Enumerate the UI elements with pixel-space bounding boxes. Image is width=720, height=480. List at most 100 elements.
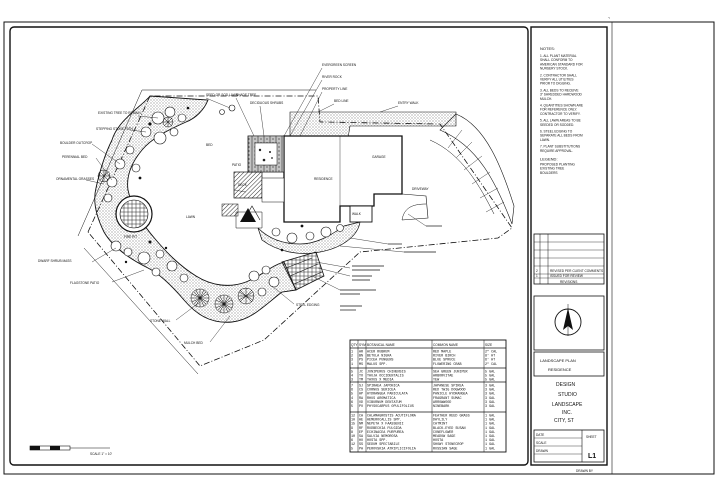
- schedule-cell: 2" CAL: [485, 350, 497, 355]
- callout-7: STONE WALL: [150, 319, 171, 323]
- schedule-cell: TM: [359, 379, 363, 383]
- site-plan: GARAGE RESIDENCE WALK DRIVEWAY PATIO DEC…: [29, 63, 515, 456]
- schedule-cell: 2" CAL: [485, 362, 497, 367]
- firm-line-3: INC.: [562, 410, 572, 416]
- project-line1: LANDSCAPE PLAN: [540, 358, 576, 363]
- note-line-6: 7. PLANT SUBSTITUTIONS: [540, 145, 580, 149]
- north-arrow-icon: [554, 304, 582, 336]
- schedule-cell: 10: [351, 435, 355, 439]
- schedule-cell: SPIRAEA JAPONICA: [367, 385, 401, 389]
- note-line-1: PRIOR TO DIGGING.: [540, 82, 571, 86]
- rev-desc-0: REVISED PER CLIENT COMMENTS: [550, 269, 603, 273]
- schedule-cell: BETULA NIGRA: [367, 355, 392, 359]
- schedule-cell: JAPANESE SPIREA: [433, 385, 464, 389]
- schedule-cell: MS: [359, 363, 363, 367]
- scale-label: SCALE: [536, 441, 546, 445]
- schedule-cell: AR: [359, 351, 363, 355]
- schedule-cell: NINEBARK: [433, 405, 450, 409]
- schedule-cell: 6: [351, 401, 353, 405]
- schedule-cell: FRAGRANT SUMAC: [433, 397, 462, 401]
- notes-heading: NOTES:: [540, 46, 555, 51]
- schedule-cell: CALAMAGROSTIS ACUTIFLORA: [367, 415, 417, 419]
- note-line-5: SEPARATE ALL BEDS FROM: [540, 134, 583, 138]
- schedule-cell: RIVER BIRCH: [433, 355, 455, 359]
- schedule-cell: SEA GREEN JUNIPER: [433, 371, 468, 375]
- schedule-cell: RED MAPLE: [433, 351, 451, 355]
- shrub-symbols: [103, 104, 344, 297]
- schedule-cell: 1 GAL: [485, 419, 495, 423]
- schedule-cell: HYDRANGEA PANICULATA: [367, 393, 409, 397]
- schedule-cell: NM: [359, 423, 363, 427]
- rev-no-0: 2: [536, 269, 538, 273]
- callout-10: SEED OR SOD LAWN: [206, 93, 239, 97]
- schedule-cell: 5: [351, 393, 353, 397]
- note-line-4: 5. ALL LAWN AREAS TO BE: [540, 119, 581, 123]
- schedule-cell: 15: [351, 423, 355, 427]
- schedule-cell: 1 GAL: [485, 443, 495, 447]
- note-line-5: 6. STEEL EDGING TO: [540, 130, 573, 134]
- note-line-6: REQUIRE APPROVAL.: [540, 149, 573, 153]
- schedule-cell: 8' HT: [485, 354, 495, 359]
- stamp-text: DRAWN BY: [576, 469, 594, 473]
- fire-pit-label: FIRE PIT: [124, 235, 137, 239]
- schedule-header: SIZE: [485, 343, 492, 347]
- schedule-cell: PICEA PUNGENS: [367, 359, 393, 363]
- callout-14: RIVER ROCK: [322, 75, 343, 79]
- callout-3: PERENNIAL BED: [62, 155, 88, 159]
- schedule-header: QTY: [351, 343, 358, 347]
- note-line-3: 4. QUANTITIES SHOWN ARE: [540, 104, 583, 108]
- callout-4: ORNAMENTAL GRASSES: [56, 177, 94, 181]
- schedule-cell: FEATHER REED GRASS: [433, 415, 470, 419]
- schedule-cell: 4: [351, 397, 353, 401]
- legend-line-0: PROPOSED PLANTING: [540, 163, 575, 167]
- schedule-cell: BN: [359, 355, 363, 359]
- callout-9: STEEL EDGING: [296, 303, 320, 307]
- schedule-cell: RF: [359, 427, 363, 431]
- note-line-0: SHALL CONFORM TO: [540, 58, 573, 62]
- schedule-cell: TO: [359, 375, 363, 379]
- schedule-cell: SEDUM SPECTABILE: [367, 443, 400, 447]
- note-line-2: 3" SHREDDED HARDWOOD: [540, 93, 583, 97]
- schedule-cell: JUNIPERUS CHINENSIS: [367, 371, 406, 375]
- firm-line-4: CITY, ST: [554, 418, 574, 424]
- drive-label: DRIVEWAY: [412, 187, 430, 191]
- schedule-cell: 3: [351, 359, 353, 363]
- note-line-4: SEEDED OR SODDED.: [540, 123, 574, 127]
- schedule-cell: JC: [359, 371, 363, 375]
- schedule-cell: 3: [351, 379, 353, 383]
- schedule-cell: RA: [359, 397, 364, 401]
- schedule-cell: RUSSIAN SAGE: [433, 447, 457, 451]
- note-line-1: VERIFY ALL UTILITIES: [540, 78, 573, 82]
- schedule-cell: VIBURNUM DENTATUM: [367, 401, 402, 405]
- callout-17: ENTRY WALK: [398, 101, 419, 105]
- legend-line-1: EXISTING TREE: [540, 167, 564, 171]
- scale-bar: SCALE 1" = 10': [29, 445, 112, 456]
- title-block-frame: [530, 26, 608, 466]
- schedule-cell: 5 GAL: [485, 379, 495, 383]
- schedule-cell: 1 GAL: [485, 415, 495, 419]
- west-bed: [94, 95, 297, 323]
- schedule-cell: 4: [351, 375, 353, 379]
- schedule-cell: VD: [359, 401, 363, 405]
- schedule-cell: RUDBECKIA FULGIDA: [367, 427, 403, 431]
- schedule-cell: EP: [359, 431, 363, 435]
- note-line-3: FOR REFERENCE ONLY.: [540, 108, 577, 112]
- schedule-cell: BLUE SPRUCE: [433, 359, 455, 363]
- sheet-number: L1: [588, 453, 596, 460]
- rev-header: REVISIONS: [560, 280, 577, 284]
- schedule-cell: 1: [351, 363, 353, 367]
- schedule-cell: CORNUS SERICEA: [367, 389, 396, 393]
- sheet-label: SHEET: [586, 435, 597, 439]
- note-line-2: MULCH.: [540, 97, 552, 101]
- deck-label: DECK: [238, 183, 248, 187]
- schedule-cell: TAXUS X MEDIA: [367, 379, 394, 383]
- callout-6: FLAGSTONE PATIO: [70, 281, 100, 285]
- lawn-label: LAWN: [186, 215, 196, 219]
- schedule-cell: PA: [359, 447, 364, 451]
- schedule-cell: ARROWWOOD: [433, 401, 451, 405]
- schedule-cell: HEMEROCALLIS SPP.: [367, 419, 402, 423]
- callout-1: STEPPING STONE PATH: [96, 127, 134, 131]
